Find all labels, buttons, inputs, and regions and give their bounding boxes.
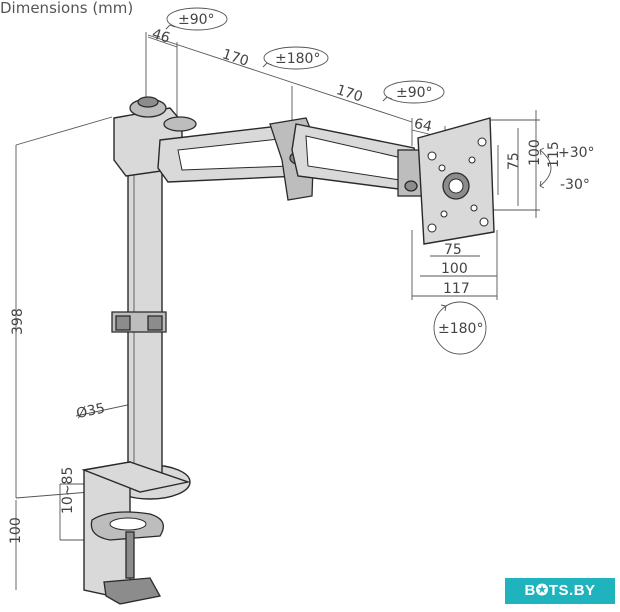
rotate-indicator: ±180° — [433, 301, 487, 355]
watermark-logo: B✪TS.BY — [505, 578, 615, 604]
top-swivel-indicator: ±90° — [165, 7, 228, 31]
dim-100-horizontal-label: 100 — [441, 261, 468, 277]
rotate-label: ±180° — [438, 321, 483, 337]
diagram-title: Dimensions (mm) — [0, 0, 133, 17]
top-swivel-label: ±90° — [178, 12, 215, 28]
dim-75-vertical-label: 75 — [506, 152, 522, 170]
head-swivel-indicator: ±90° — [382, 80, 445, 104]
dim-75-horizontal-label: 75 — [444, 242, 462, 258]
dim-100-clamp-label: 100 — [8, 517, 24, 544]
dim-117-label: 117 — [443, 281, 470, 297]
tilt-down-label: -30° — [560, 177, 590, 193]
dim-170-arm2-label: 170 — [334, 82, 364, 105]
dim-clamp-range-label: 10~85 — [60, 467, 76, 514]
dim-398-label: 398 — [10, 308, 26, 335]
tilt-indicator: +30° -30° — [539, 145, 595, 193]
dim-170-arm1-label: 170 — [220, 46, 250, 69]
dim-pole-diameter-label: Ø35 — [75, 400, 107, 422]
dim-100-vertical-label: 100 — [527, 139, 543, 166]
elbow-swivel-label: ±180° — [275, 51, 320, 67]
monitor-arm-drawing — [81, 96, 495, 605]
dim-46-label: 46 — [150, 26, 172, 47]
top-dimension-lines — [145, 32, 446, 146]
tilt-up-label: +30° — [558, 145, 595, 161]
dim-64-label: 64 — [413, 116, 434, 135]
elbow-swivel-indicator: ±180° — [262, 46, 329, 70]
dim-115-label: 115 — [546, 141, 562, 168]
head-swivel-label: ±90° — [396, 85, 433, 101]
